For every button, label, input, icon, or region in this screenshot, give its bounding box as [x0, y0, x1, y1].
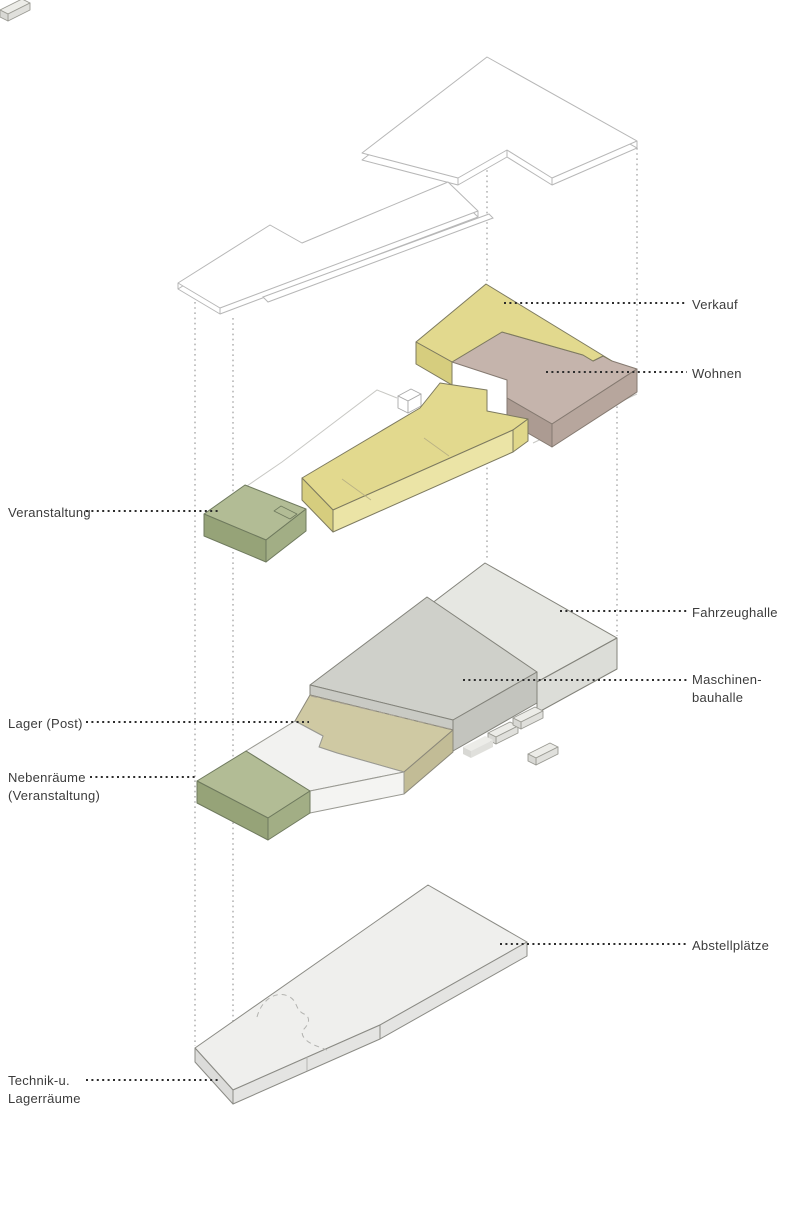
label-technik-lagerraeume: Technik-u. Lagerräume	[8, 1073, 81, 1106]
label-nebenraeume: Nebenräume (Veranstaltung)	[8, 770, 101, 803]
veranstaltung-volume	[203, 484, 307, 563]
label-verkauf: Verkauf	[692, 297, 738, 312]
label-lager-post: Lager (Post)	[8, 716, 83, 731]
nebenraeume-volume	[196, 750, 311, 841]
label-veranstaltung: Veranstaltung	[8, 505, 91, 520]
site-outline-plate	[361, 56, 638, 186]
abstellplaetze-slab	[194, 884, 528, 1105]
site-walkway-sliver	[262, 213, 494, 303]
site-outline-tail	[177, 181, 479, 315]
label-wohnen: Wohnen	[692, 366, 742, 381]
label-fahrzeughalle: Fahrzeughalle	[692, 605, 778, 620]
maschinenbauhalle-block	[309, 596, 538, 752]
outbuilding-boxes	[0, 0, 559, 766]
label-maschinenbauhalle: Maschinen- bauhalle	[692, 672, 762, 705]
small-white-cube	[397, 388, 422, 414]
verkauf-lower-bar	[301, 382, 529, 533]
leader-lines	[86, 301, 687, 1082]
guide-lines	[194, 148, 638, 1090]
label-abstellplaetze: Abstellplätze	[692, 938, 770, 953]
